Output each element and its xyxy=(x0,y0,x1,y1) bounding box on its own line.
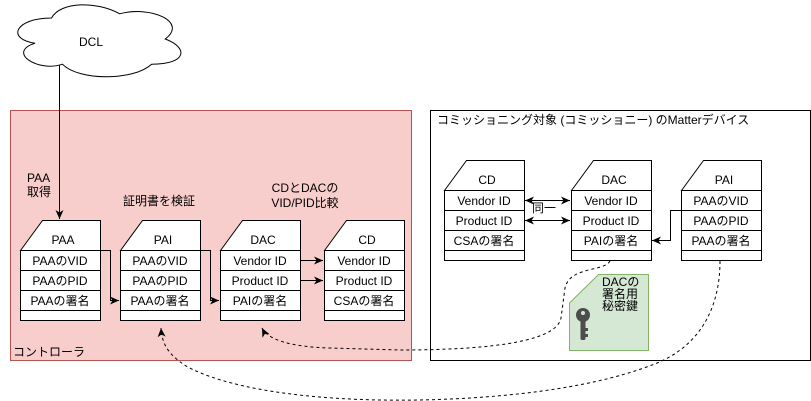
certificate-title: PAI xyxy=(715,173,733,187)
controller-pai-certificate: PAI PAAのVID PAAのPID PAAの署名 xyxy=(119,220,201,321)
certificate-field-label: Product ID xyxy=(336,274,393,288)
certificate-empty-row xyxy=(681,250,762,261)
certificate-field-label: Vendor ID xyxy=(457,194,511,208)
certificate-field-label: CSAの署名 xyxy=(454,233,515,248)
dcl-cloud: DCL xyxy=(17,4,182,78)
private-key-line1: DACの xyxy=(602,275,639,289)
certificate-empty-row xyxy=(444,250,525,261)
certificate-title: PAA xyxy=(51,233,74,247)
certificate-field-label: PAAのPID xyxy=(132,274,187,288)
key-icon xyxy=(576,308,590,340)
certificate-field-label: PAAの署名 xyxy=(130,293,189,308)
certificate-field-label: PAAのPID xyxy=(32,274,87,288)
certificate-field-label: Product ID xyxy=(456,214,513,228)
certificate-title: DAC xyxy=(250,233,276,247)
edge-pai-to-dac-device xyxy=(652,210,681,245)
certificate-field-label: PAIの署名 xyxy=(233,293,287,308)
cards-layer: PAA PAAのVID PAAのPID PAAの署名 PAI PAAのVID PAAのPID… xyxy=(19,160,762,321)
label-compare-line1: CDとDACの xyxy=(272,181,339,195)
dashed-link-device-pai-to-controller-pai xyxy=(157,260,721,401)
device-title: コミッショニング対象 (コミッショニー) のMatterデバイス xyxy=(437,112,749,127)
certificate-field-label: PAAの署名 xyxy=(30,293,89,308)
certificate-field-label: PAAのVID xyxy=(32,254,87,268)
certificate-title: PAI xyxy=(154,233,172,247)
certificate-field-label: Product ID xyxy=(232,274,289,288)
dac-private-key: DACの 署名用 秘密鍵 xyxy=(569,274,649,351)
device-dac-certificate: DAC Vendor ID Product ID PAIの署名 xyxy=(570,160,652,261)
certificate-field-label: PAAのVID xyxy=(132,254,187,268)
label-verify-certs: 証明書を検証 xyxy=(123,194,195,208)
certificate-field-label: PAAのPID xyxy=(693,214,748,228)
certificate-empty-row xyxy=(571,250,652,261)
certificate-title: CD xyxy=(478,173,496,187)
certificate-empty-row xyxy=(120,310,201,321)
private-key-line3: 秘密鍵 xyxy=(602,298,638,313)
certificate-title: DAC xyxy=(601,173,627,187)
certificate-field-label: PAAのVID xyxy=(693,194,748,208)
certificate-field-label: Vendor ID xyxy=(337,254,391,268)
edge-paa-to-pai xyxy=(100,250,119,305)
device-cd-certificate: CD Vendor ID Product ID CSAの署名 xyxy=(443,160,525,261)
cloud-label: DCL xyxy=(79,35,103,49)
certificate-field-label: Product ID xyxy=(583,214,640,228)
certificate-empty-row xyxy=(220,310,301,321)
edge-pai-to-dac xyxy=(200,250,219,305)
certificate-empty-row xyxy=(324,310,405,321)
certificate-field-label: PAIの署名 xyxy=(584,233,638,248)
certificate-empty-row xyxy=(20,310,101,321)
cloud-icon xyxy=(17,4,182,78)
certificate-field-label: CSAの署名 xyxy=(334,293,395,308)
certificate-title: CD xyxy=(358,233,376,247)
private-key-card xyxy=(569,274,649,351)
private-key-line2: 署名用 xyxy=(602,286,638,301)
controller-paa-certificate: PAA PAAのVID PAAのPID PAAの署名 xyxy=(19,220,101,321)
label-same: 同一 xyxy=(532,201,556,215)
label-fetch-paa-line2: 取得 xyxy=(27,184,51,199)
certificate-field-label: PAAの署名 xyxy=(691,233,750,248)
controller-title: コントローラ xyxy=(13,345,85,359)
device-pai-certificate: PAI PAAのVID PAAのPID PAAの署名 xyxy=(680,160,762,261)
label-fetch-paa-line1: PAA xyxy=(27,171,50,185)
certificate-field-label: Vendor ID xyxy=(233,254,287,268)
label-compare-line2: VID/PID比較 xyxy=(271,195,338,210)
dashed-link-device-dac-to-controller-dac xyxy=(261,260,611,351)
controller-cd-certificate: CD Vendor ID Product ID CSAの署名 xyxy=(323,220,405,321)
certificate-field-label: Vendor ID xyxy=(584,194,638,208)
controller-dac-certificate: DAC Vendor ID Product ID PAIの署名 xyxy=(219,220,301,321)
